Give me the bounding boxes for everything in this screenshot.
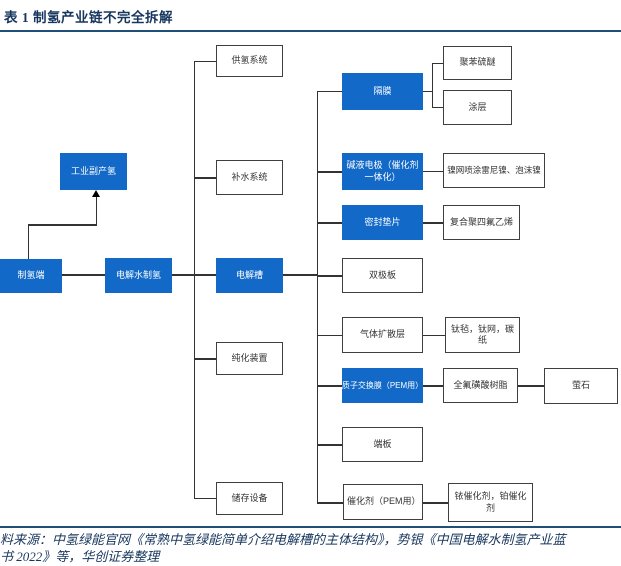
node-label: 供氢系统: [231, 55, 268, 66]
node-label: 铱催化剂，铂催化剂: [454, 491, 527, 513]
node-alkaline-electrode: 碱液电极（催化剂一体化）: [342, 153, 423, 190]
node-label: 密封垫片: [364, 216, 401, 227]
connector-line: [317, 444, 342, 446]
node-label: 双极板: [368, 269, 396, 280]
connector-line: [27, 224, 29, 259]
node-gas-diffusion-layer: 气体扩散层: [342, 317, 423, 353]
node-label: 电解槽: [235, 269, 263, 280]
bottom-rule: [0, 526, 621, 528]
connector-line: [317, 334, 342, 336]
connector-trunk: [193, 61, 195, 498]
connector-line: [317, 502, 343, 504]
node-composite-ptfe: 复合聚四氟乙烯: [443, 205, 520, 240]
connector-line: [432, 62, 443, 64]
node-titanium-felt-mesh-carbon-paper: 钛毡，钛网，碳纸: [445, 317, 520, 353]
node-label: 碱液电极（催化剂一体化）: [346, 160, 419, 182]
node-hydrogen-production-end: 制氢端: [0, 259, 62, 293]
connector-line: [423, 502, 448, 504]
node-label: 钛毡，钛网，碳纸: [450, 323, 514, 345]
connector-line: [194, 497, 216, 499]
figure-title: 表 1 制氢产业链不完全拆解: [4, 10, 173, 25]
node-hydrogen-supply-system: 供氢系统: [216, 45, 283, 77]
node-water-replenish-system: 补水系统: [216, 160, 283, 195]
node-label: 隔膜: [373, 85, 392, 96]
node-sealing-gasket: 密封垫片: [342, 205, 423, 240]
connector-line: [317, 385, 342, 387]
source-note-line1: 料来源：中氢绿能官网《常熟中氢绿能简单介绍电解槽的主体结构》，势银《中国电解水制…: [0, 532, 566, 547]
node-nickel-mesh-raney-foam-nickel: 镍网喷涂雷尼镍、泡沫镍: [443, 153, 545, 188]
node-label: 萤石: [571, 380, 590, 391]
node-label: 聚苯硫醚: [459, 57, 496, 68]
connector-line: [194, 358, 216, 360]
connector-line: [27, 224, 97, 226]
connector-trunk: [316, 91, 318, 503]
top-rule: [0, 30, 621, 32]
connector-line: [423, 222, 443, 224]
node-polyphenylene-sulfide: 聚苯硫醚: [443, 46, 512, 80]
node-label: 电解水制氢: [115, 269, 161, 280]
node-label: 涂层: [468, 101, 487, 112]
node-label: 储存设备: [231, 492, 268, 503]
node-perfluorosulfonic-resin: 全氟磺酸树脂: [443, 368, 518, 403]
connector-line: [283, 274, 317, 276]
node-water-electrolysis-hydrogen: 电解水制氢: [105, 258, 172, 293]
node-fluorite: 萤石: [544, 368, 618, 404]
node-label: 工业副产氢: [70, 165, 116, 176]
connector-line: [317, 171, 342, 173]
node-label: 镍网喷涂雷尼镍、泡沫镍: [447, 165, 541, 176]
node-storage-equipment: 储存设备: [216, 482, 283, 515]
node-label: 复合聚四氟乙烯: [449, 216, 513, 227]
node-label: 补水系统: [231, 171, 268, 182]
connector-line: [518, 385, 544, 387]
connector-line: [432, 106, 443, 108]
connector-line: [423, 90, 432, 92]
source-note-line2: 书 2022》等，华创证券整理: [0, 549, 160, 564]
connector-bracket: [431, 62, 433, 108]
connector-line: [423, 385, 443, 387]
node-proton-exchange-membrane: 质子交换膜（PEM用）: [342, 368, 423, 403]
node-industrial-byproduct-hydrogen: 工业副产氢: [60, 153, 127, 190]
connector-line: [317, 275, 342, 277]
node-catalyst-pem: 催化剂（PEM用）: [343, 484, 423, 520]
connector-line: [423, 170, 443, 172]
arrowhead-up-icon: [92, 190, 100, 197]
connector-line: [194, 60, 216, 62]
node-iridium-platinum-catalyst: 铱催化剂，铂催化剂: [448, 483, 533, 522]
connector-line: [62, 274, 105, 276]
connector-line: [95, 196, 97, 224]
node-label: 制氢端: [17, 270, 45, 281]
node-bipolar-plate: 双极板: [342, 258, 423, 293]
node-label: 端板: [373, 438, 392, 449]
connector-line: [317, 222, 342, 224]
node-label: 催化剂（PEM用）: [347, 496, 421, 507]
node-label: 质子交换膜（PEM用）: [341, 380, 424, 390]
node-label: 纯化装置: [231, 352, 268, 363]
connector-line: [194, 177, 216, 179]
node-label: 全氟磺酸树脂: [453, 379, 508, 390]
connector-line: [423, 334, 445, 336]
node-purification-device: 纯化装置: [216, 342, 283, 375]
node-label: 气体扩散层: [359, 329, 405, 340]
node-end-plate: 端板: [342, 427, 423, 462]
connector-line: [317, 90, 342, 92]
node-coating: 涂层: [443, 90, 512, 125]
node-diaphragm: 隔膜: [342, 73, 423, 110]
node-electrolyzer: 电解槽: [216, 258, 283, 293]
